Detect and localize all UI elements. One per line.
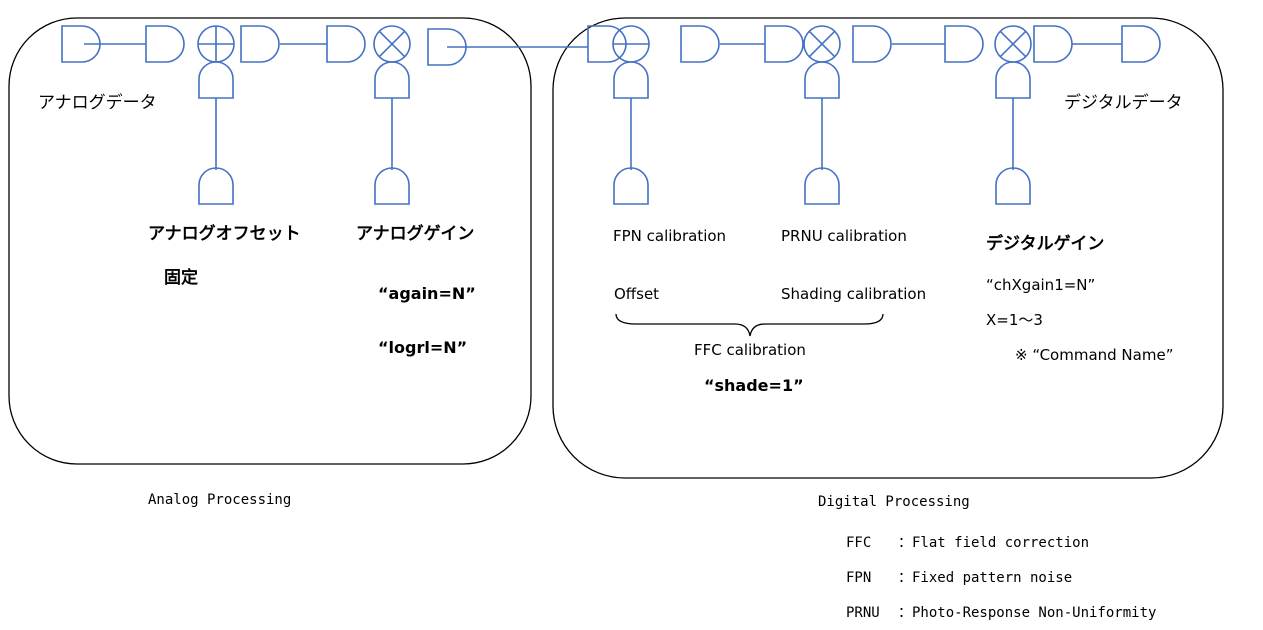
- offset-label: Offset: [614, 285, 660, 303]
- pre-multiplier-register-2: [764, 25, 804, 63]
- legend-ffc-abbr: FFC: [846, 535, 872, 551]
- digital-data-label: デジタルデータ: [1064, 93, 1183, 113]
- digital-processing-frame: [552, 17, 1224, 479]
- branch-lower-register-2: [374, 167, 410, 205]
- legend-prnu-sep: ：: [898, 605, 912, 621]
- post-subtractor-register: [680, 25, 720, 63]
- branch-lower-register-3: [613, 167, 649, 205]
- ffc-calibration-label: FFC calibration: [694, 341, 806, 359]
- chxgain-command: “chXgain1=N”: [986, 276, 1096, 294]
- pre-adder-register: [145, 25, 185, 63]
- branch-lower-register-5: [995, 167, 1031, 205]
- branch-lower-register-1: [198, 167, 234, 205]
- legend-fpn-sep: ：: [898, 570, 912, 586]
- legend-fpn: FPN ：Fixed pattern noise: [846, 571, 1072, 585]
- analog-data-label: アナログデータ: [38, 93, 157, 113]
- digital-output-register: [1121, 25, 1161, 63]
- shade-command: “shade=1”: [704, 376, 804, 395]
- again-command: “again=N”: [378, 284, 476, 303]
- analog-gain-title: アナログゲイン: [356, 224, 475, 244]
- analog-processing-frame: [8, 17, 532, 465]
- analog-output-register: [427, 28, 467, 66]
- analog-offset-value: 固定: [164, 268, 198, 288]
- pre-multiplier-register-3: [944, 25, 984, 63]
- branch-upper-register-3: [613, 61, 649, 99]
- analog-offset-title: アナログオフセット: [148, 224, 301, 244]
- legend-fpn-text: Fixed pattern noise: [912, 570, 1073, 586]
- post-multiplier-register-3: [1033, 25, 1073, 63]
- prnu-multiplier-symbol: [803, 25, 841, 63]
- legend-ffc-text: Flat field correction: [912, 535, 1090, 551]
- post-adder-register: [240, 25, 280, 63]
- branch-upper-register-1: [198, 61, 234, 99]
- legend-prnu: PRNU ：Photo-Response Non-Uniformity: [846, 606, 1156, 620]
- digital-gain-title: デジタルゲイン: [986, 234, 1105, 254]
- subtractor-symbol: [612, 25, 650, 63]
- branch-upper-register-2: [374, 61, 410, 99]
- branch-upper-register-5: [995, 61, 1031, 99]
- prnu-calibration-label: PRNU calibration: [781, 227, 907, 245]
- legend-ffc: FFC ：Flat field correction: [846, 536, 1089, 550]
- legend-fpn-abbr: FPN: [846, 570, 872, 586]
- x-range-label: X=1～3: [986, 311, 1043, 329]
- logrl-command: “logrl=N”: [378, 338, 468, 357]
- analog-multiplier-symbol: [373, 25, 411, 63]
- adder-symbol: [197, 25, 235, 63]
- digital-gain-multiplier-symbol: [994, 25, 1032, 63]
- branch-lower-register-4: [804, 167, 840, 205]
- shading-calibration-label: Shading calibration: [781, 285, 927, 303]
- input-register: [61, 25, 101, 63]
- command-name-note: ※ “Command Name”: [1015, 346, 1174, 364]
- ffc-brace: [615, 313, 884, 337]
- branch-upper-register-4: [804, 61, 840, 99]
- pre-multiplier-register: [326, 25, 366, 63]
- digital-input-register: [587, 25, 627, 63]
- fpn-calibration-label: FPN calibration: [613, 227, 727, 245]
- legend-prnu-abbr: PRNU: [846, 605, 880, 621]
- legend-ffc-sep: ：: [898, 535, 912, 551]
- analog-processing-caption: Analog Processing: [148, 492, 292, 508]
- digital-processing-caption: Digital Processing: [818, 494, 970, 510]
- post-multiplier-register: [852, 25, 892, 63]
- legend-prnu-text: Photo-Response Non-Uniformity: [912, 605, 1157, 621]
